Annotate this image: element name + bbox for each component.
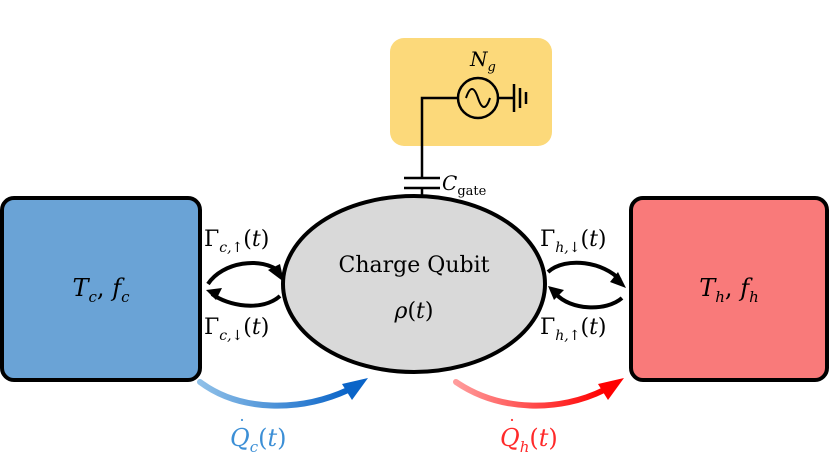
- gate-source-box: [390, 38, 552, 146]
- hot-bath-box: [629, 196, 829, 382]
- gate-source-label: Ng: [469, 47, 496, 75]
- cold-down-arrow: [210, 292, 282, 308]
- charge-qubit: [281, 194, 547, 374]
- hot-down-arrow: [546, 260, 622, 282]
- cold-heat-flow-arrow: [197, 379, 351, 409]
- heat-flow-cold-label: Qc(t): [230, 424, 287, 456]
- rate-cold-down: Γc,↓(t): [204, 315, 269, 344]
- hot-up-arrow: [554, 292, 624, 310]
- rate-cold-up: Γc,↑(t): [204, 227, 269, 256]
- gate-wire: [420, 96, 458, 178]
- ac-wave: [465, 88, 491, 108]
- heat-flow-hot-dot: ·: [509, 410, 515, 430]
- cold-bath-box: [0, 196, 202, 382]
- rate-hot-down: Γh,↓(t): [540, 227, 607, 256]
- heat-flow-hot-label: Qh(t): [500, 424, 558, 456]
- heat-flow-cold-dot: ·: [239, 410, 245, 430]
- rate-hot-up: Γh,↑(t): [540, 315, 607, 344]
- qubit-state: ρ(t): [394, 299, 434, 324]
- cold-up-arrow: [206, 260, 282, 286]
- hot-heat-flow-arrow: [453, 379, 607, 409]
- ground-icon: [512, 84, 528, 112]
- gate-capacitor-label: Cgate: [442, 171, 487, 199]
- qubit-title: Charge Qubit: [339, 253, 490, 278]
- cold-bath-label: Tc, fc: [73, 274, 131, 306]
